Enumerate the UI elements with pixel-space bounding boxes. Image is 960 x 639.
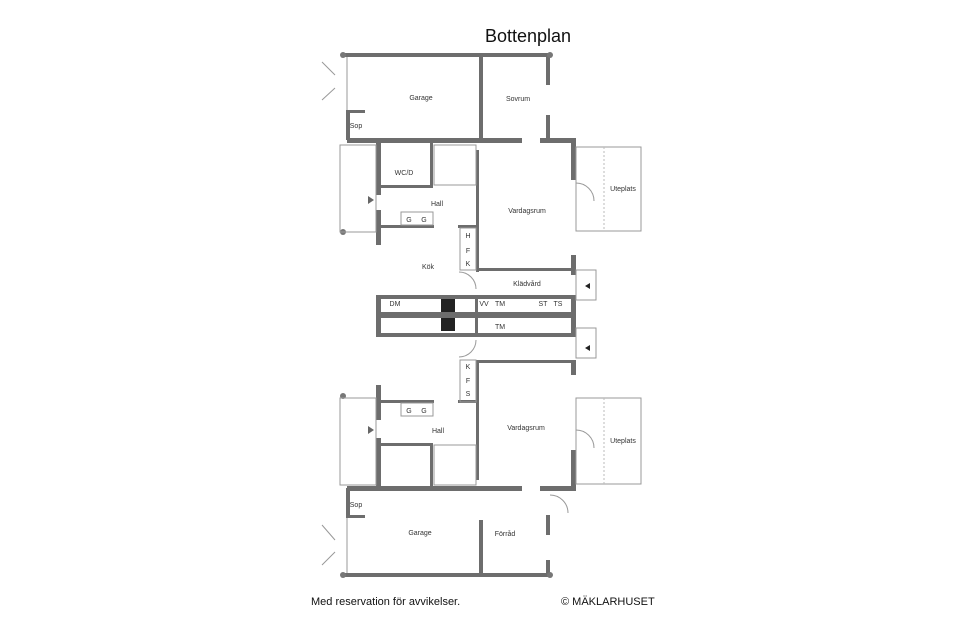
room-label: VV	[479, 301, 489, 308]
room-label: G	[406, 217, 411, 224]
room-label: Klädvård	[513, 280, 541, 288]
room-label: TM	[495, 301, 505, 308]
room-label: F	[466, 378, 470, 385]
room-label: Garage	[409, 95, 432, 102]
room-label: TS	[554, 301, 563, 308]
room-label: G	[421, 217, 426, 224]
room-label: DM	[390, 301, 401, 308]
room-label: Sop	[350, 502, 363, 509]
room-label: S	[466, 391, 471, 398]
room-label: G	[406, 408, 411, 415]
room-label: WC/D	[395, 170, 414, 177]
plan-title: Bottenplan	[484, 26, 572, 46]
room-label: Vardagsrum	[508, 208, 546, 215]
room-label: ST	[539, 301, 549, 308]
room-label: Garage	[408, 530, 431, 537]
room-label: H	[465, 233, 470, 240]
room-label: Vardagsrum	[507, 425, 545, 432]
room-label: Sovrum	[506, 96, 530, 103]
copyright: © MÄKLARHUSET	[561, 596, 655, 608]
room-label: Uteplats	[610, 186, 636, 193]
room-label: K	[466, 364, 471, 371]
disclaimer: Med reservation för avvikelser.	[311, 596, 461, 608]
room-label: Förråd	[495, 530, 516, 538]
room-label: Uteplats	[610, 438, 636, 445]
room-label: Hall	[432, 428, 445, 435]
room-label: F	[466, 248, 470, 255]
room-label: Kök	[422, 264, 435, 271]
room-label: K	[466, 261, 471, 268]
walls	[345, 53, 576, 577]
fixtures	[321, 52, 642, 578]
room-label: Sop	[350, 123, 363, 130]
room-label: TM	[495, 324, 505, 331]
room-label: G	[421, 408, 426, 415]
room-label: Hall	[431, 201, 444, 208]
